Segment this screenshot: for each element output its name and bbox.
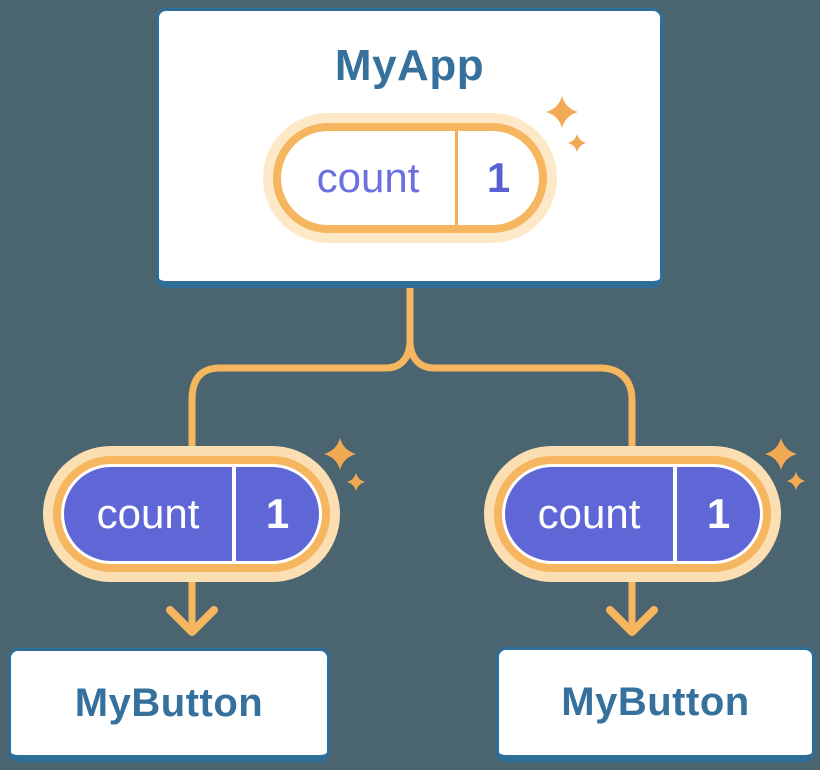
sparkle-icon xyxy=(324,438,365,491)
state-label: count xyxy=(316,154,420,201)
root-component-title: MyApp xyxy=(334,41,485,90)
state-value: 1 xyxy=(455,131,539,225)
prop-value: 1 xyxy=(232,467,319,561)
branch-right-line xyxy=(406,337,636,456)
child-component-card-left: MyButton xyxy=(8,648,330,762)
state-pill-body: count 1 xyxy=(281,131,539,225)
state-pill: count 1 xyxy=(273,123,547,233)
arrow-down-icon xyxy=(606,606,658,636)
arrow-down-icon xyxy=(166,606,218,636)
prop-value: 1 xyxy=(673,467,760,561)
child-component-title: MyButton xyxy=(74,680,264,725)
prop-pill-body: count 1 xyxy=(64,467,319,561)
sparkle-icon xyxy=(765,438,805,490)
branch-left-line xyxy=(188,337,414,456)
child-component-card-right: MyButton xyxy=(496,647,815,762)
prop-label: count xyxy=(96,490,200,537)
prop-label: count xyxy=(537,490,641,537)
prop-pill-right: count 1 xyxy=(494,456,771,572)
root-component-card: MyApp count 1 xyxy=(156,8,663,288)
child-component-title: MyButton xyxy=(561,680,750,724)
prop-pill-body: count 1 xyxy=(505,467,760,561)
prop-pill-left: count 1 xyxy=(53,456,330,572)
